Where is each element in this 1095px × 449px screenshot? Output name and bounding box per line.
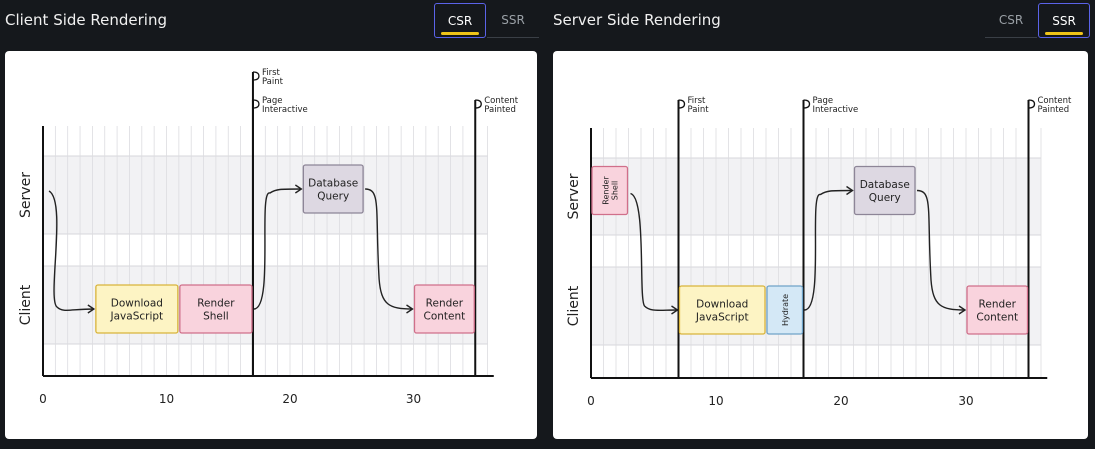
- tab-ssr[interactable]: SSR: [1038, 3, 1090, 38]
- lane-label: Client: [18, 284, 34, 325]
- milestone-label: Interactive: [262, 105, 308, 115]
- phase-label: Database: [308, 178, 358, 190]
- milestone-label: Content: [1038, 96, 1072, 106]
- flow-arrow: [630, 192, 678, 312]
- milestone-label: Paint: [262, 77, 284, 87]
- phase-label: Download: [111, 298, 163, 310]
- milestone-label: Content: [484, 96, 518, 106]
- flow-arrow: [48, 190, 94, 311]
- phase-label: Shell: [610, 181, 619, 201]
- milestone-label: Painted: [484, 105, 516, 115]
- phase-block: [966, 285, 1029, 335]
- flow-arrow: [916, 189, 966, 311]
- milestone-label: Interactive: [813, 105, 859, 115]
- flow-arrow: [253, 188, 302, 310]
- milestone-label: Page: [262, 96, 283, 106]
- phase-block: [413, 284, 475, 334]
- arrow-head: [846, 185, 854, 196]
- phase-label: Query: [317, 191, 349, 203]
- phase-label: Render: [979, 299, 1017, 311]
- arrow-head: [671, 305, 679, 315]
- x-tick-label: 0: [39, 392, 47, 406]
- phase-block: [95, 284, 179, 334]
- phase-label: Query: [869, 192, 901, 204]
- phase-block: [766, 285, 804, 335]
- x-tick-label: 0: [587, 394, 595, 408]
- arrow-head: [87, 304, 96, 314]
- tab-csr[interactable]: CSR: [985, 3, 1037, 38]
- flag-icon: [475, 99, 482, 109]
- phase-block: [591, 165, 629, 216]
- flow-arrow: [365, 188, 413, 310]
- phase-block: [302, 164, 364, 214]
- tab-csr[interactable]: CSR: [434, 3, 486, 38]
- milestone-label: Paint: [688, 105, 710, 115]
- x-tick-label: 30: [958, 394, 973, 408]
- tab-ssr[interactable]: SSR: [487, 3, 539, 38]
- x-tick-label: 10: [159, 392, 174, 406]
- phase-label-group: Hydrate: [781, 294, 790, 326]
- milestone-label: Page: [813, 96, 834, 106]
- phase-label: Hydrate: [781, 294, 790, 326]
- phase-label: Download: [696, 299, 748, 311]
- arrow-head: [958, 305, 967, 315]
- milestone-label: Painted: [1038, 105, 1070, 115]
- phase-label: Render: [601, 176, 610, 205]
- flag-icon: [252, 71, 260, 81]
- flag-icon: [252, 99, 260, 109]
- lane-label: Server: [18, 172, 34, 218]
- x-tick-label: 10: [708, 394, 723, 408]
- panel-title: Server Side Rendering: [553, 11, 721, 29]
- flow-arrow: [804, 189, 853, 311]
- phase-label: Shell: [203, 311, 229, 323]
- phase-label: JavaScript: [110, 311, 164, 323]
- phase-label: Content: [423, 311, 465, 323]
- lane-label: Server: [566, 173, 582, 219]
- milestone-label: First: [262, 68, 281, 78]
- x-tick-label: 20: [833, 394, 848, 408]
- phase-block: [678, 285, 766, 335]
- phase-label: Render: [426, 298, 464, 310]
- arrow-head: [406, 304, 414, 314]
- panel-title: Client Side Rendering: [5, 11, 167, 29]
- arrow-head: [294, 184, 303, 194]
- phase-label: Database: [860, 179, 910, 191]
- phase-block: [179, 284, 253, 334]
- x-tick-label: 30: [406, 392, 421, 406]
- flag-icon: [803, 99, 811, 109]
- milestone-label: First: [688, 96, 707, 106]
- flag-icon: [1028, 99, 1036, 109]
- flag-icon: [678, 99, 686, 109]
- phase-label: Render: [197, 298, 235, 310]
- phase-label: Content: [976, 312, 1018, 324]
- x-tick-label: 20: [282, 392, 297, 406]
- phase-block: [853, 165, 916, 216]
- phase-label: JavaScript: [695, 312, 749, 324]
- lane-label: Client: [566, 285, 582, 326]
